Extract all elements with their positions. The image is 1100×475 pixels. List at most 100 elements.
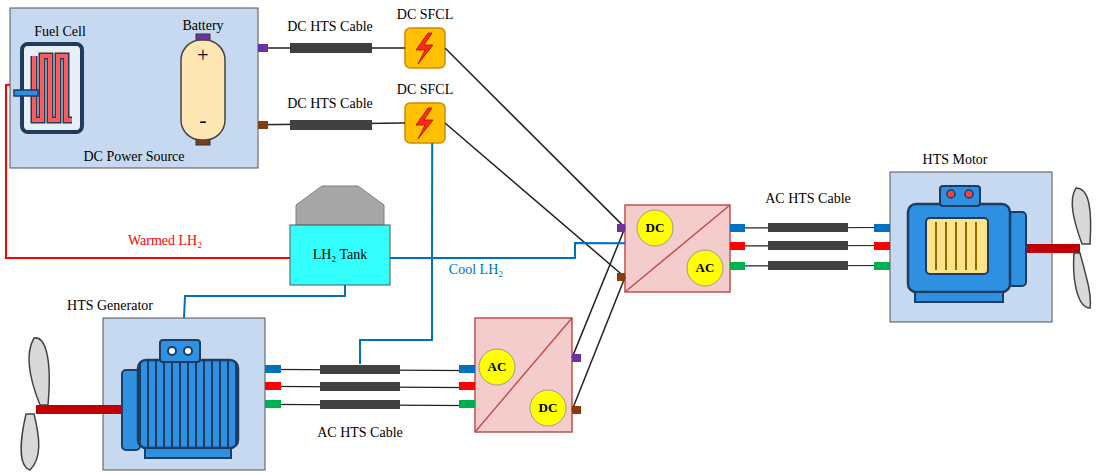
sfcl-box: DC SFCL bbox=[405, 28, 445, 68]
lightning-bolt bbox=[416, 33, 433, 64]
polarity-sign: - bbox=[199, 108, 206, 132]
port-purple bbox=[258, 44, 268, 52]
motor-body bbox=[138, 360, 238, 448]
converter-box: DC AC bbox=[625, 205, 730, 292]
motor-winding bbox=[926, 218, 988, 274]
cable-bar bbox=[320, 400, 400, 409]
motor-box: HTS Motor bbox=[890, 172, 1052, 322]
node-text: AC bbox=[488, 360, 507, 374]
propeller bbox=[21, 338, 49, 470]
fuel-cell-pipe bbox=[14, 90, 38, 96]
sfcl-body bbox=[405, 103, 445, 143]
shaft bbox=[36, 405, 128, 414]
cable-bar bbox=[768, 261, 848, 270]
node-text: DC bbox=[539, 401, 558, 415]
motor-foot bbox=[915, 292, 1003, 302]
polarity-sign: + bbox=[197, 44, 208, 66]
ac-dc-converter bbox=[475, 318, 572, 432]
node-text: HTS Generator bbox=[67, 298, 153, 313]
sfcl-body bbox=[405, 28, 445, 68]
node-text: DC bbox=[646, 221, 665, 235]
connector bbox=[445, 123, 625, 277]
three-phase-link bbox=[730, 228, 890, 266]
port-blue bbox=[874, 224, 890, 232]
converter-circle bbox=[637, 210, 673, 246]
connector bbox=[184, 285, 345, 318]
port-red bbox=[265, 382, 281, 390]
connector bbox=[572, 277, 625, 410]
winding-lines bbox=[936, 222, 976, 270]
node-text: LH₂ Tank bbox=[313, 247, 368, 262]
motor-body bbox=[908, 204, 1010, 292]
propeller-blade bbox=[29, 338, 49, 405]
connector bbox=[6, 85, 290, 258]
node-text: DC SFCL bbox=[397, 82, 453, 97]
tank-body bbox=[290, 225, 390, 285]
port-green bbox=[730, 262, 745, 270]
dc-ac-converter bbox=[625, 205, 730, 292]
port-blue bbox=[730, 224, 745, 232]
cable-bar bbox=[768, 223, 848, 232]
port-purple bbox=[617, 224, 625, 232]
converter-diagonal bbox=[625, 205, 730, 292]
terminal-box bbox=[160, 340, 200, 362]
cable-label: DC HTS Cable bbox=[287, 96, 373, 111]
propeller-blade bbox=[1074, 253, 1091, 308]
fuel-cell-coil-red bbox=[34, 56, 72, 120]
dc-hts-cable bbox=[290, 120, 372, 130]
converter-body bbox=[475, 318, 572, 432]
terminal-box bbox=[940, 186, 980, 206]
ac-hts-cable bbox=[320, 223, 848, 409]
motor-icon bbox=[908, 186, 1080, 302]
connector-line bbox=[445, 123, 625, 277]
fuel-cell-frame bbox=[22, 44, 82, 132]
port-green bbox=[874, 262, 890, 270]
edge-label: Warmed LH₂ bbox=[126, 233, 204, 248]
cable-bar bbox=[320, 382, 400, 391]
port-green bbox=[265, 400, 281, 408]
port-red bbox=[874, 242, 890, 250]
propeller-blade bbox=[1072, 188, 1090, 244]
source-panel bbox=[10, 8, 258, 168]
part-label: Battery bbox=[182, 18, 223, 33]
cable-label: AC HTS Cable bbox=[317, 425, 403, 440]
tank-box: LH₂ Tank bbox=[290, 225, 390, 285]
connector-line bbox=[572, 228, 625, 358]
generator-icon bbox=[36, 340, 238, 458]
dc-hts-cable bbox=[290, 43, 372, 53]
port-red bbox=[730, 242, 745, 250]
connector-line bbox=[390, 143, 432, 258]
converter-circle bbox=[479, 349, 515, 385]
port-brown bbox=[572, 406, 581, 414]
edge-label: Cool LH₂ bbox=[447, 262, 505, 277]
converter-circle bbox=[530, 390, 566, 426]
connector bbox=[390, 143, 432, 258]
tank-icon bbox=[290, 186, 390, 285]
fuel-cell-coil bbox=[34, 56, 72, 120]
battery-icon bbox=[181, 34, 225, 145]
node-text: AC bbox=[696, 261, 715, 275]
connector-line bbox=[572, 277, 625, 410]
connector bbox=[390, 243, 625, 258]
port-green bbox=[459, 400, 475, 408]
connector bbox=[572, 228, 625, 358]
converter-diagonal bbox=[475, 318, 572, 432]
lightning-bolt bbox=[416, 108, 433, 139]
port-brown bbox=[258, 121, 268, 129]
generator-box: HTS Generator bbox=[103, 318, 265, 470]
port-red bbox=[459, 382, 475, 390]
port-blue bbox=[265, 365, 281, 373]
phase-ports bbox=[265, 224, 890, 414]
port-purple bbox=[572, 354, 581, 362]
cable-label: AC HTS Cable bbox=[765, 191, 851, 206]
port-brown bbox=[617, 273, 625, 281]
shaft bbox=[1020, 244, 1080, 253]
cable-bar bbox=[320, 365, 400, 374]
node-text: DC SFCL bbox=[397, 7, 453, 22]
motor-foot bbox=[145, 448, 231, 458]
terminal bbox=[184, 347, 192, 355]
terminal bbox=[965, 190, 973, 198]
propeller bbox=[1072, 188, 1090, 308]
cable-bar bbox=[768, 241, 848, 250]
